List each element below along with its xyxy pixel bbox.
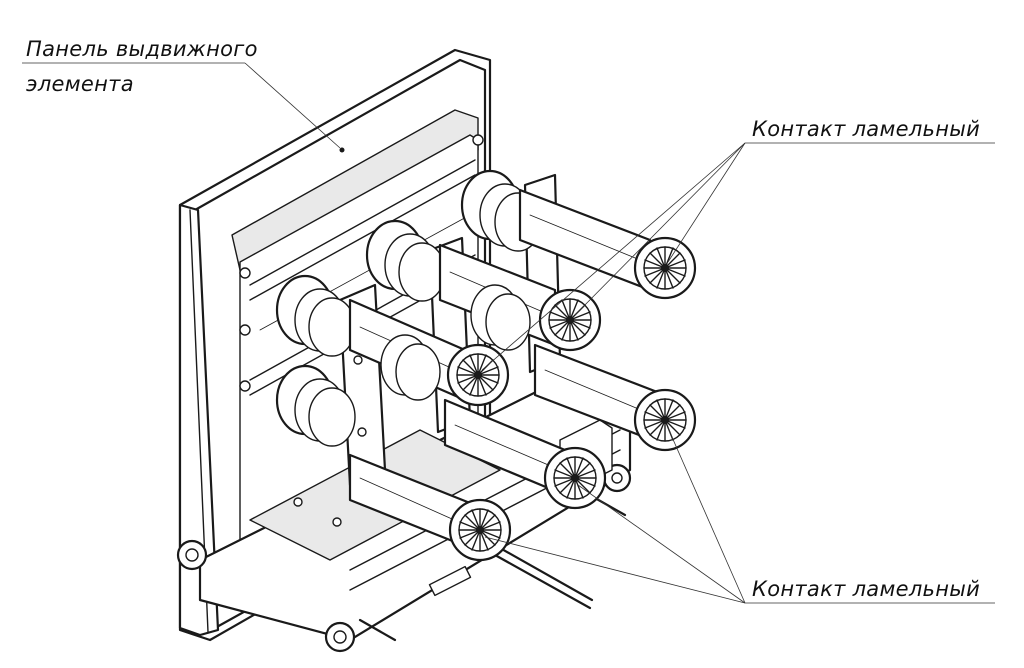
contact-rosette-3 [446, 343, 510, 407]
leader-lines [22, 62, 995, 604]
pole-5 [380, 334, 567, 497]
contact-rosette-6 [448, 498, 512, 562]
contact-rosette-2 [538, 288, 602, 352]
label-contact-top: Контакт ламельный [752, 117, 980, 141]
label-contact-bottom: Контакт ламельный [752, 577, 980, 601]
pole-1 [460, 169, 652, 292]
pole-6 [275, 364, 477, 552]
pole-4 [470, 284, 667, 447]
pole-assemblies [275, 169, 667, 552]
contact-rosette-1 [633, 236, 697, 300]
label-panel-line2: элемента [26, 72, 134, 96]
contact-rosette-4 [633, 388, 697, 452]
label-panel-line1: Панель выдвижного [26, 37, 258, 61]
contact-rosette-5 [543, 446, 607, 510]
lamellar-contacts [446, 236, 697, 562]
